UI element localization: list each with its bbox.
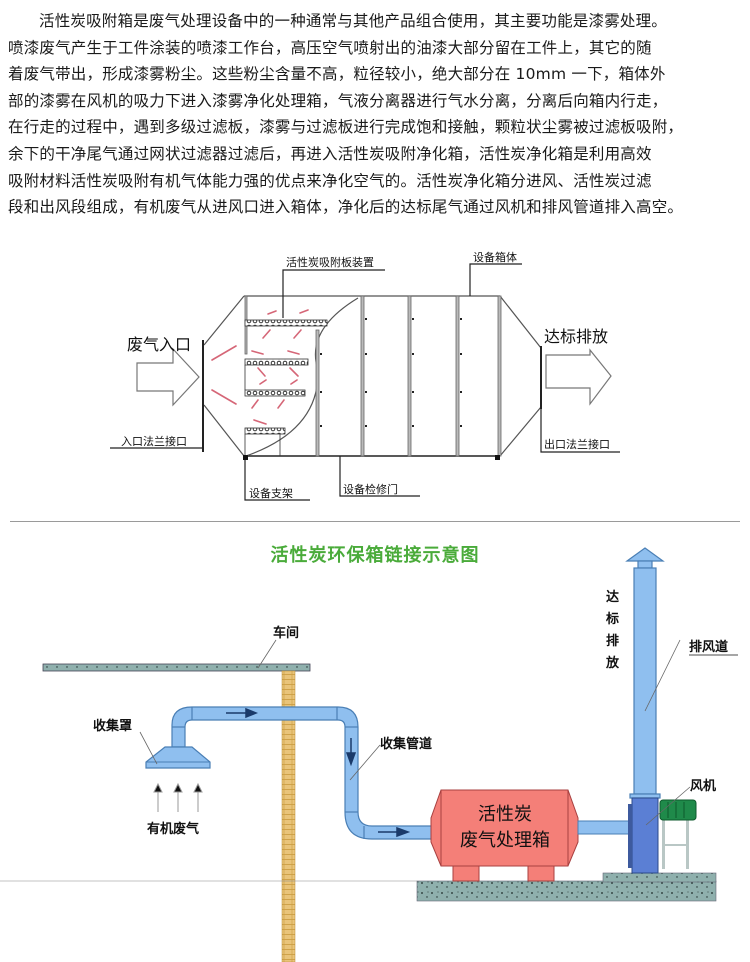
discharge-char: 放 [605, 655, 620, 671]
intro-paragraph: 活性炭吸附箱是废气处理设备中的一种通常与其他产品组合使用，其主要功能是漆雾处理。… [8, 8, 744, 221]
fan-base [602, 872, 717, 883]
organic-gas-label: 有机废气 [147, 821, 199, 837]
fan-unit [628, 797, 659, 874]
housing-label: 设备箱体 [473, 250, 517, 264]
paragraph-line: 着废气带出，形成漆雾粉尘。这些粉尘含量不高，粒径较小，绝大部分在 10mm 一下… [8, 65, 666, 84]
collection-pipe [171, 706, 437, 840]
inlet-flange-label: 入口法兰接口 [121, 434, 187, 448]
treatment-box-label-line1: 活性炭 [478, 804, 532, 825]
section-divider [10, 521, 740, 522]
collection-hood [145, 746, 211, 769]
organic-gas-arrows [153, 782, 203, 812]
ground-slab [416, 880, 717, 902]
carbon-plate-label: 活性炭吸附板装置 [286, 255, 374, 269]
carbon-adsorption-plates [244, 319, 328, 456]
paragraph-line: 活性炭吸附箱是废气处理设备中的一种通常与其他产品组合使用，其主要功能是漆雾处理。 [39, 12, 668, 30]
discharge-label: 达 标 排 放 [605, 589, 620, 671]
treatment-box [430, 789, 579, 882]
paragraph-line: 喷漆废气产生于工件涂装的喷漆工作台，高压空气喷射出的油漆大部分留在工件上，其它的… [8, 38, 652, 57]
treatment-box-label-line2: 废气处理箱 [460, 830, 550, 851]
paragraph-line: 余下的干净尾气通过网状过滤器过滤后，再进入活性炭吸附净化箱，活性炭净化箱是利用高… [8, 144, 652, 163]
structure-diagram: 活性炭吸附板装置 设备箱体 废气入口 达标排放 入口法兰接口 出口法兰接口 设备… [110, 250, 620, 501]
paragraph-line: 吸附材料活性炭吸附有机气体能力强的优点来净化空气的。活性炭净化箱分进风、活性炭过… [8, 171, 652, 190]
outlet-arrow-icon [545, 348, 612, 406]
outlet-label: 达标排放 [544, 327, 608, 346]
workshop-label: 车间 [273, 625, 299, 641]
discharge-char: 达 [606, 589, 619, 605]
link-diagram-title: 活性炭环保箱链接示意图 [270, 545, 480, 566]
exhaust-duct [625, 547, 665, 799]
airflow-marks [211, 309, 309, 425]
hood-label: 收集罩 [93, 718, 132, 734]
flow-arrow-icon [226, 669, 652, 838]
inlet-arrow-icon [136, 347, 200, 407]
motor [659, 799, 697, 869]
access-door-label: 设备检修门 [343, 482, 398, 496]
discharge-char: 排 [606, 633, 619, 649]
support-label: 设备支架 [249, 486, 293, 500]
exhaust-duct-label: 排风道 [689, 639, 728, 655]
paragraph-line: 在行走的过程中，遇到多级过滤板，漆雾与过滤板进行完成饱和接触，颗粒状尘雾被过滤板… [8, 118, 684, 137]
paragraph-line: 部的漆雾在风机的吸力下进入漆雾净化处理箱，气液分离器进行气水分离，分离后向箱内行… [8, 91, 668, 110]
inlet-label: 废气入口 [127, 335, 191, 354]
workshop-ceiling [42, 663, 311, 672]
fan-label: 风机 [690, 778, 716, 794]
discharge-char: 标 [605, 611, 619, 627]
outlet-flange-label: 出口法兰接口 [544, 437, 610, 451]
workshop-wall [281, 670, 296, 962]
collection-pipe-label: 收集管道 [380, 736, 432, 752]
paragraph-line: 段和出风段组成，有机废气从进风口进入箱体，净化后的达标尾气通过风机和排风管道排入… [8, 198, 684, 217]
